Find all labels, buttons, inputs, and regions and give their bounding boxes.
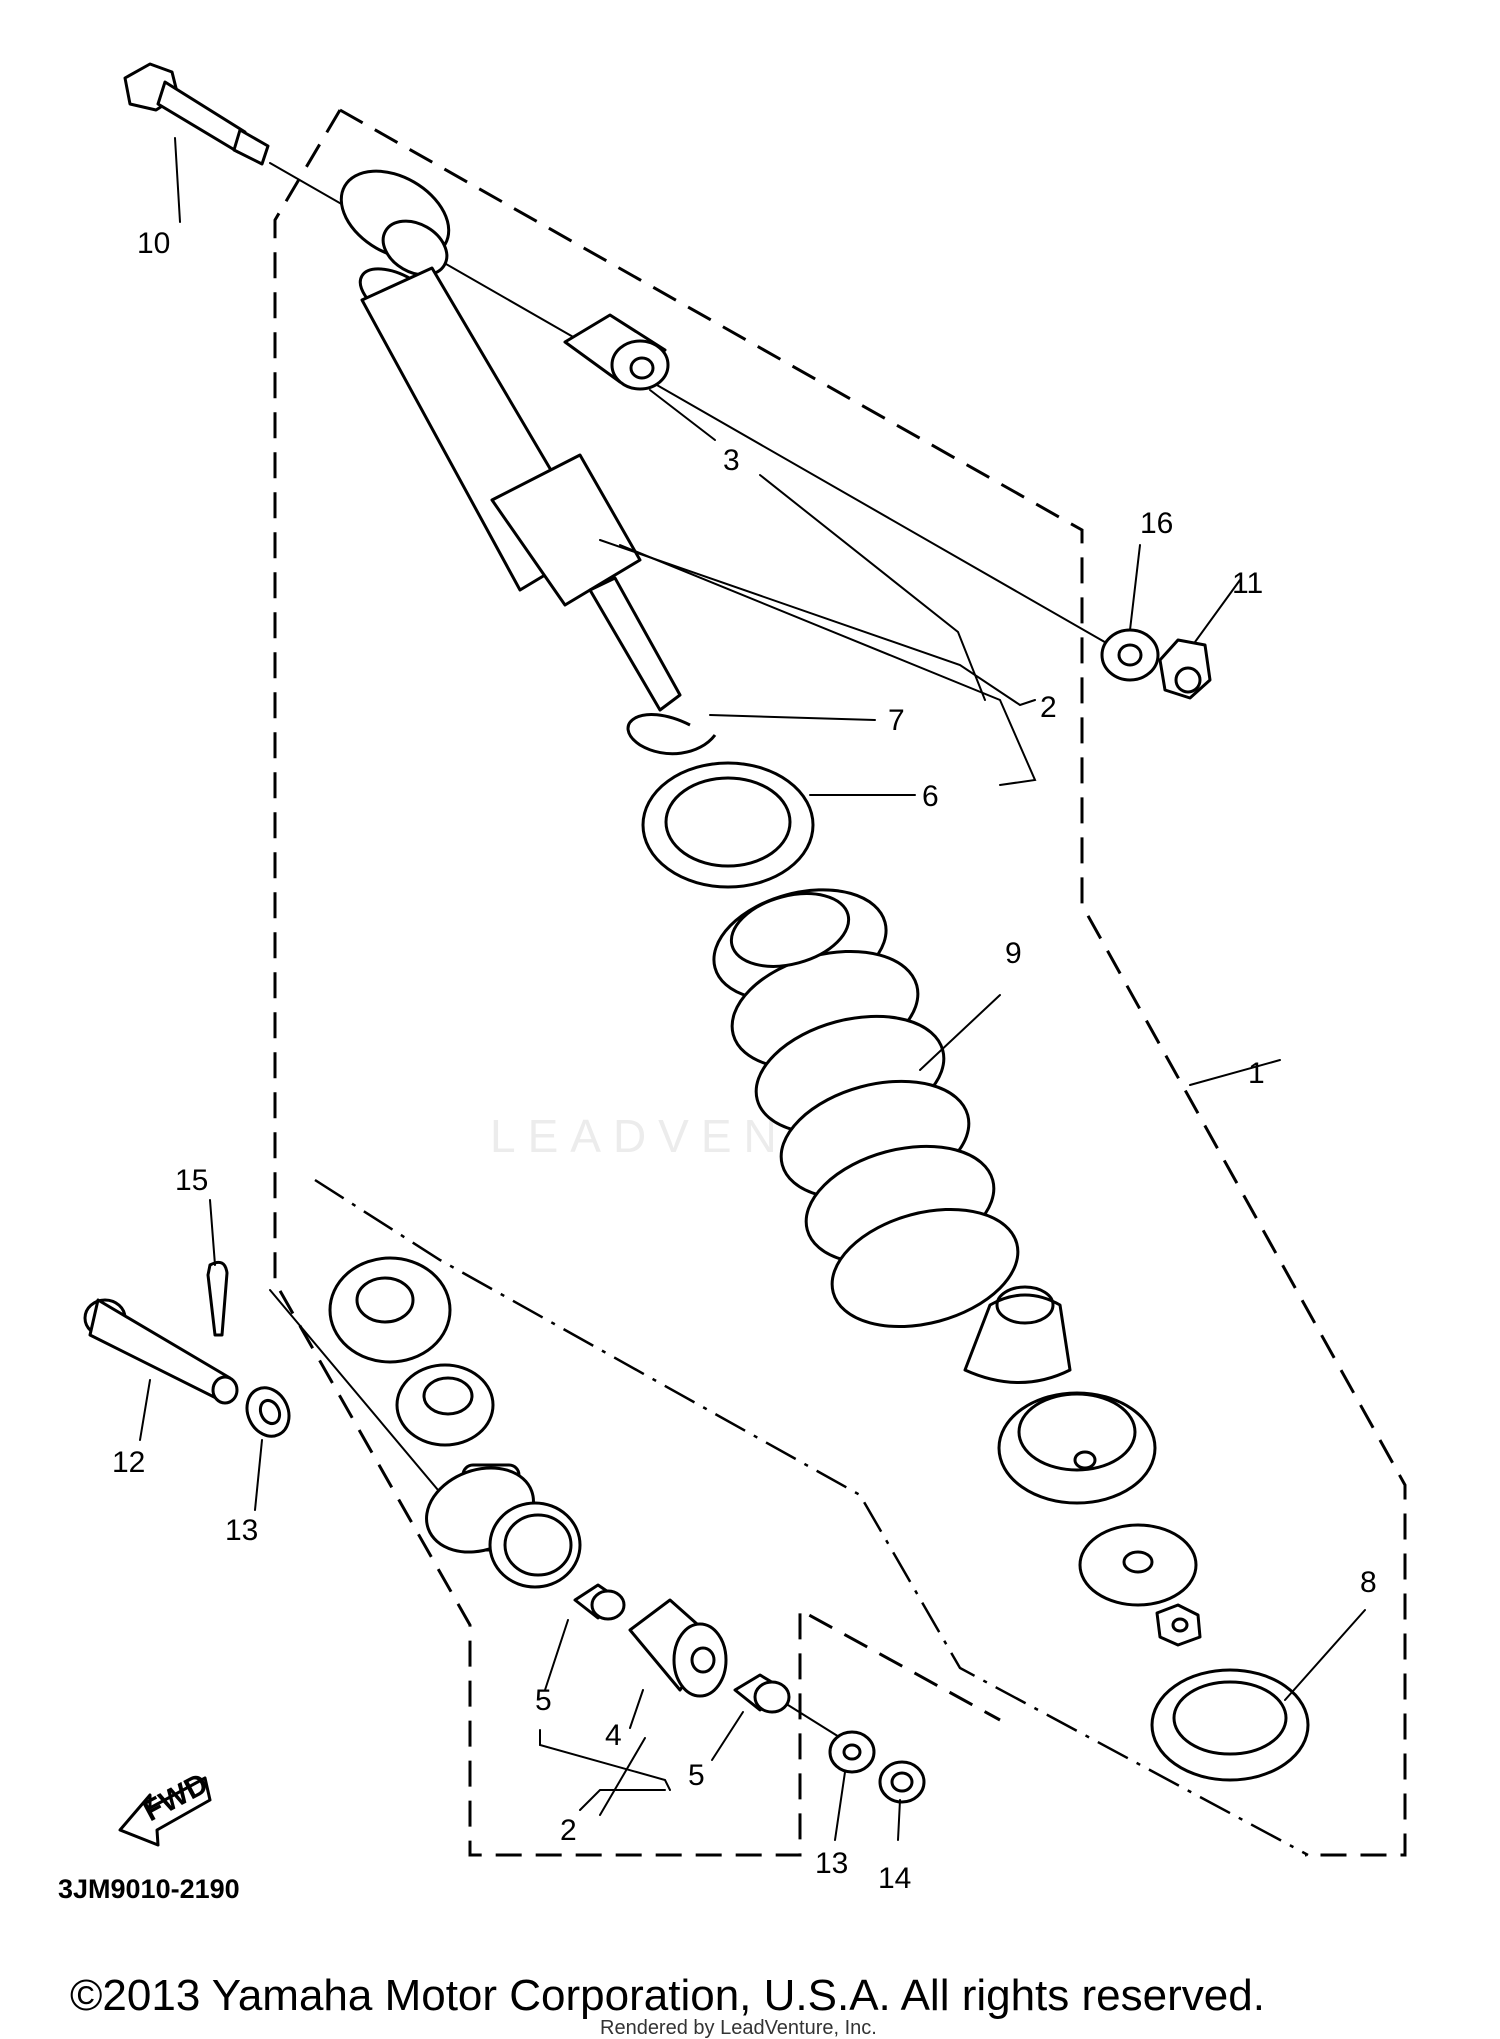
copyright-notice: ©2013 Yamaha Motor Corporation, U.S.A. A… xyxy=(70,1971,1265,2020)
callout-15: 15 xyxy=(175,1164,208,1197)
bump-stop-rubber xyxy=(963,1285,1072,1384)
rebound-nut xyxy=(395,1363,495,1447)
circlip-part-7 xyxy=(626,713,717,756)
adjuster-nut xyxy=(328,1256,452,1364)
bolt-part-10 xyxy=(123,62,270,166)
spring-seat-part-8 xyxy=(1150,1668,1310,1782)
callout-13-right: 13 xyxy=(815,1847,848,1880)
diagram-code: 3JM9010-2190 xyxy=(58,1874,240,1904)
spring-guide-part-6 xyxy=(641,761,815,889)
washer-part-16 xyxy=(1100,628,1160,682)
washer-part-14 xyxy=(878,1760,926,1804)
spring-part-9 xyxy=(712,888,1020,1329)
cotter-pin-part-15 xyxy=(206,1260,229,1337)
fwd-arrow-icon: FWD xyxy=(118,1767,214,1847)
callout-6: 6 xyxy=(922,780,939,813)
spring-seat-washer xyxy=(1078,1523,1198,1607)
collar-part-5-lower xyxy=(733,1673,791,1714)
locknut xyxy=(1155,1603,1202,1647)
subassembly-bracket xyxy=(314,1178,1309,1857)
callout-7: 7 xyxy=(888,704,905,737)
leader-lines xyxy=(139,137,1366,1841)
washer-part-13-left xyxy=(245,1386,291,1438)
callout-14: 14 xyxy=(878,1862,911,1895)
callout-5-right: 5 xyxy=(688,1759,705,1792)
bump-stop-cup xyxy=(997,1391,1157,1505)
callout-16: 16 xyxy=(1140,507,1173,540)
callout-4: 4 xyxy=(605,1719,622,1752)
nut-part-11 xyxy=(1158,638,1212,700)
callout-1: 1 xyxy=(1248,1057,1265,1090)
bushing-part-4 xyxy=(628,1598,728,1698)
callout-12: 12 xyxy=(112,1446,145,1479)
lower-rod-end-eye xyxy=(425,1463,582,1589)
collar-part-5-upper xyxy=(573,1583,626,1621)
callout-3: 3 xyxy=(723,444,740,477)
washer-part-13-right xyxy=(828,1730,876,1774)
callout-9: 9 xyxy=(1005,937,1022,970)
collar-part-3 xyxy=(563,313,670,391)
callout-13-left: 13 xyxy=(225,1514,258,1547)
rendered-by-notice: Rendered by LeadVenture, Inc. xyxy=(600,2017,877,2039)
pin-part-12 xyxy=(83,1298,239,1405)
callout-11: 11 xyxy=(1232,567,1263,600)
callout-2-bottom: 2 xyxy=(560,1814,577,1847)
assembly-boundary-left xyxy=(273,109,1001,1857)
callout-2-top: 2 xyxy=(1040,691,1057,724)
callout-10: 10 xyxy=(137,227,170,260)
callout-8: 8 xyxy=(1360,1566,1377,1599)
shock-absorber-body xyxy=(339,169,682,712)
callout-5-left: 5 xyxy=(535,1684,552,1717)
